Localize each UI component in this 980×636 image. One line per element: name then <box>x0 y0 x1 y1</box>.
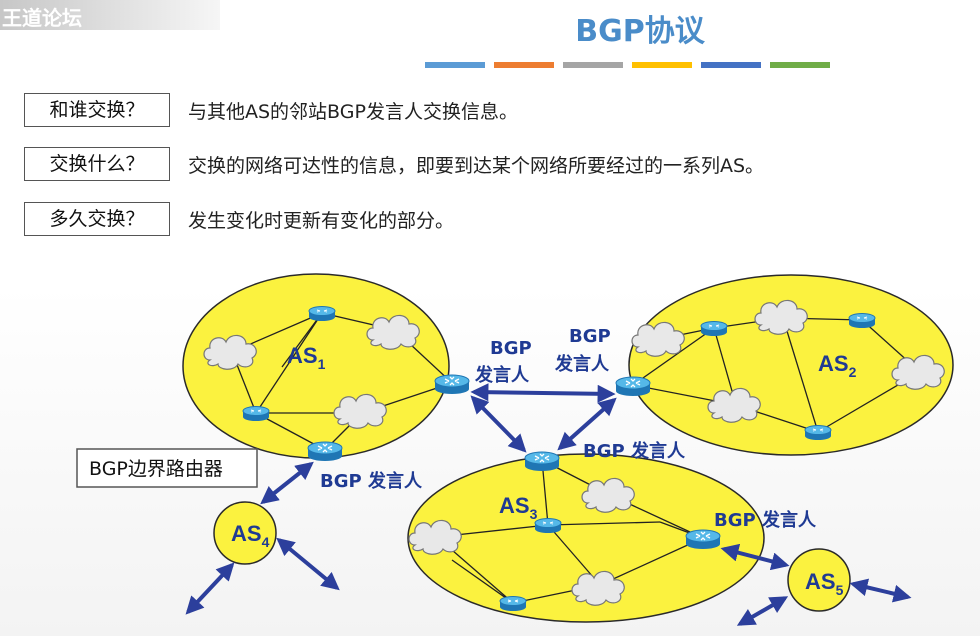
router-icon <box>848 312 876 329</box>
question-box: 交换什么？ <box>24 147 170 181</box>
bgp-speaker-label-lower-left: BGP 发言人 <box>320 470 423 492</box>
bgp-speaker-label-top-right-line1: BGP <box>569 326 611 347</box>
answer-text: 交换的网络可达性的信息，即要到达某个网络所要经过的一系列AS。 <box>188 155 765 177</box>
as4-label: AS4 <box>231 521 270 550</box>
answer-text: 与其他AS的邻站BGP发言人交换信息。 <box>188 101 518 123</box>
as1-label: AS1 <box>287 343 326 372</box>
bgp-speaker-router-icon <box>524 451 560 472</box>
router-icon <box>804 424 832 441</box>
bgp-border-router-callout <box>76 448 258 488</box>
color-bar-segment <box>701 62 761 68</box>
color-bar-segment <box>563 62 623 68</box>
as5-label: AS5 <box>805 569 844 598</box>
bgp-speaker-label-top-left-line1: BGP <box>490 338 532 359</box>
bgp-border-router-callout-text: BGP边界路由器 <box>89 458 223 480</box>
color-bar-segment <box>632 62 692 68</box>
question-box: 多久交换？ <box>24 202 170 236</box>
page-title: BGP协议 <box>575 14 705 49</box>
bgp-speaker-router-icon <box>685 529 721 550</box>
as2-label: AS2 <box>818 351 857 380</box>
bgp-border-router-icon <box>307 441 343 462</box>
bgp-speaker-label-top-right-line2: 发言人 <box>554 353 610 375</box>
color-bar-segment <box>770 62 830 68</box>
router-icon <box>308 305 336 322</box>
bgp-peering-arrows <box>185 383 912 626</box>
question-box: 和谁交换？ <box>24 93 170 127</box>
router-icon <box>700 320 728 337</box>
bgp-speaker-router-icon <box>615 376 651 397</box>
bgp-speaker-label-lower-right: BGP 发言人 <box>714 509 817 531</box>
watermark-text: 王道论坛 <box>2 6 82 30</box>
answer-text: 发生变化时更新有变化的部分。 <box>188 210 455 232</box>
bgp-speaker-label-middle: BGP 发言人 <box>583 440 686 462</box>
bgp-speaker-label-top-left-line2: 发言人 <box>474 364 530 386</box>
router-icon <box>242 405 270 422</box>
as3-region <box>407 453 765 623</box>
color-bar-segment <box>494 62 554 68</box>
watermark: 王道论坛 <box>0 0 220 30</box>
as4-region <box>213 501 277 565</box>
router-icon <box>499 595 527 612</box>
color-bar-segment <box>425 62 485 68</box>
as3-label: AS3 <box>499 493 538 522</box>
router-icon <box>534 517 562 534</box>
bgp-speaker-router-icon <box>434 374 470 395</box>
